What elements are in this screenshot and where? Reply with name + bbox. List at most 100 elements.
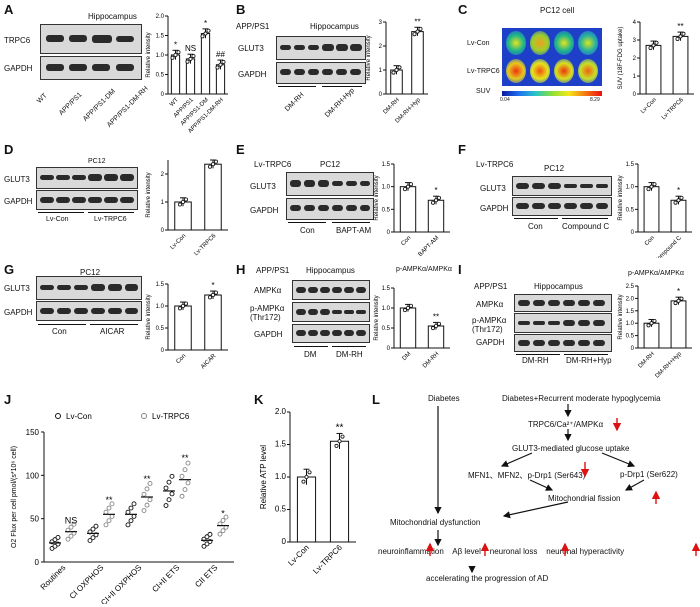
legend-marker — [55, 413, 61, 419]
data-point — [208, 295, 213, 300]
suv-scale-max: 8.29 — [590, 97, 600, 103]
y-tick-label: 2.0 — [156, 14, 165, 20]
row-label-lv-con: Lv-Con — [467, 40, 490, 47]
panel-label-j: J — [4, 392, 12, 407]
data-point — [106, 518, 112, 524]
data-point — [437, 195, 442, 200]
x-tick-label: Lv-TRPC6 — [193, 233, 218, 258]
data-point — [169, 473, 175, 479]
data-point — [211, 162, 216, 167]
data-point — [166, 479, 172, 485]
y-tick-label: 2 — [633, 56, 637, 62]
y-tick-label: 4 — [633, 20, 637, 26]
suv-scale-min: 0.04 — [500, 97, 510, 103]
row-label-glut3: GLUT3 — [250, 182, 276, 191]
lane-label: DM-RH — [284, 91, 306, 113]
y-axis-label: Relative ATP level — [259, 445, 268, 509]
x-tick-label: AICAR — [200, 353, 218, 371]
chart-title-i: p-AMPKα/AMPKα — [628, 270, 684, 277]
data-point — [141, 508, 147, 513]
lane-label: DM-RH+Hyp — [566, 356, 612, 365]
significance-label: ** — [143, 474, 151, 484]
lane-label: Lv-Con — [46, 216, 69, 223]
data-point — [304, 475, 309, 480]
data-point — [125, 509, 131, 515]
data-point — [412, 32, 417, 37]
y-axis-label: Relative intensity — [146, 294, 152, 339]
data-point — [109, 501, 115, 507]
bar — [672, 35, 689, 95]
data-point — [211, 293, 216, 298]
blot-title-g: PC12 — [80, 268, 101, 277]
significance-label: ** — [433, 312, 439, 321]
data-point — [131, 513, 137, 519]
bar — [411, 31, 424, 95]
data-point — [673, 301, 678, 306]
y-tick-label: 0.5 — [382, 326, 391, 332]
data-point — [673, 200, 678, 205]
lane-label: Con — [52, 327, 67, 336]
row-label-glut3: GLUT3 — [4, 284, 30, 293]
data-point — [679, 195, 684, 200]
data-point — [675, 36, 680, 41]
row-label-glut3: GLUT3 — [4, 175, 30, 184]
y-tick-label: 0 — [387, 230, 391, 236]
x-tick-label: Lv-Con — [640, 97, 658, 115]
blot-title-a: Hippocampus — [88, 12, 137, 21]
data-point — [203, 31, 208, 36]
y-axis-label: Relative intensity — [618, 175, 624, 220]
y-tick-label: 2 — [161, 172, 165, 178]
row-label-ampk: AMPKα — [476, 300, 504, 309]
panel-label-b: B — [236, 2, 246, 17]
y-tick-label: 0 — [282, 537, 287, 546]
data-point — [409, 182, 414, 187]
node-trpc6: TRPC6/Ca²⁺/AMPKα — [528, 420, 604, 429]
western-blot-ampk-i — [514, 294, 612, 312]
node-glut3: GLUT3-mediated glucose uptake — [512, 444, 630, 453]
data-point — [649, 184, 654, 189]
data-point — [184, 301, 189, 306]
blot-title-b: Hippocampus — [310, 22, 359, 31]
data-point — [90, 526, 96, 532]
y-tick-label: 1.5 — [626, 309, 635, 315]
row-label-ampk: AMPKα — [254, 286, 282, 295]
data-point — [181, 304, 186, 309]
data-point — [431, 200, 436, 205]
data-point — [170, 55, 175, 60]
western-blot-gapdh-d — [36, 190, 138, 210]
y-axis-label: Relative intensity — [146, 32, 152, 77]
suv-color-scale — [502, 91, 602, 96]
data-point — [406, 184, 411, 189]
bar — [204, 163, 222, 231]
data-point — [651, 43, 656, 48]
bar — [427, 199, 445, 233]
data-point — [207, 531, 213, 537]
x-tick-label: CI+II OXPHOS — [99, 563, 143, 604]
y-axis-label: SUV (18F-FDG uptake) — [618, 27, 624, 90]
data-point — [93, 523, 99, 529]
row-label-gapdh: GAPDH — [4, 308, 33, 317]
data-point — [215, 65, 220, 70]
y-tick-label: 1.0 — [382, 185, 391, 191]
data-point — [678, 34, 683, 39]
x-tick-label: Lv-TRPC6 — [661, 97, 686, 122]
significance-label: ** — [105, 495, 113, 505]
data-point — [409, 303, 414, 308]
row-label-lv-trpc6: Lv-TRPC6 — [467, 68, 500, 75]
row-label-trpc6: TRPC6 — [4, 36, 31, 45]
y-axis-label: O2 Flux per cell pmol/(s*10⁶ cell) — [11, 446, 18, 548]
node-mfn: MFN1、MFN2、p-Drp1 (Ser643) — [468, 471, 586, 480]
lane-divider — [562, 218, 608, 219]
data-point — [220, 528, 226, 534]
bar — [174, 305, 192, 351]
data-point — [418, 27, 423, 32]
x-tick-label: DM-RH — [638, 351, 656, 369]
significance-label: * — [211, 281, 214, 290]
y-tick-label: 1 — [161, 200, 165, 206]
y-tick-label: 1.0 — [275, 472, 287, 481]
data-point — [648, 45, 653, 50]
data-point — [163, 485, 169, 491]
x-tick-label: WT — [169, 97, 180, 108]
data-point — [654, 40, 659, 45]
